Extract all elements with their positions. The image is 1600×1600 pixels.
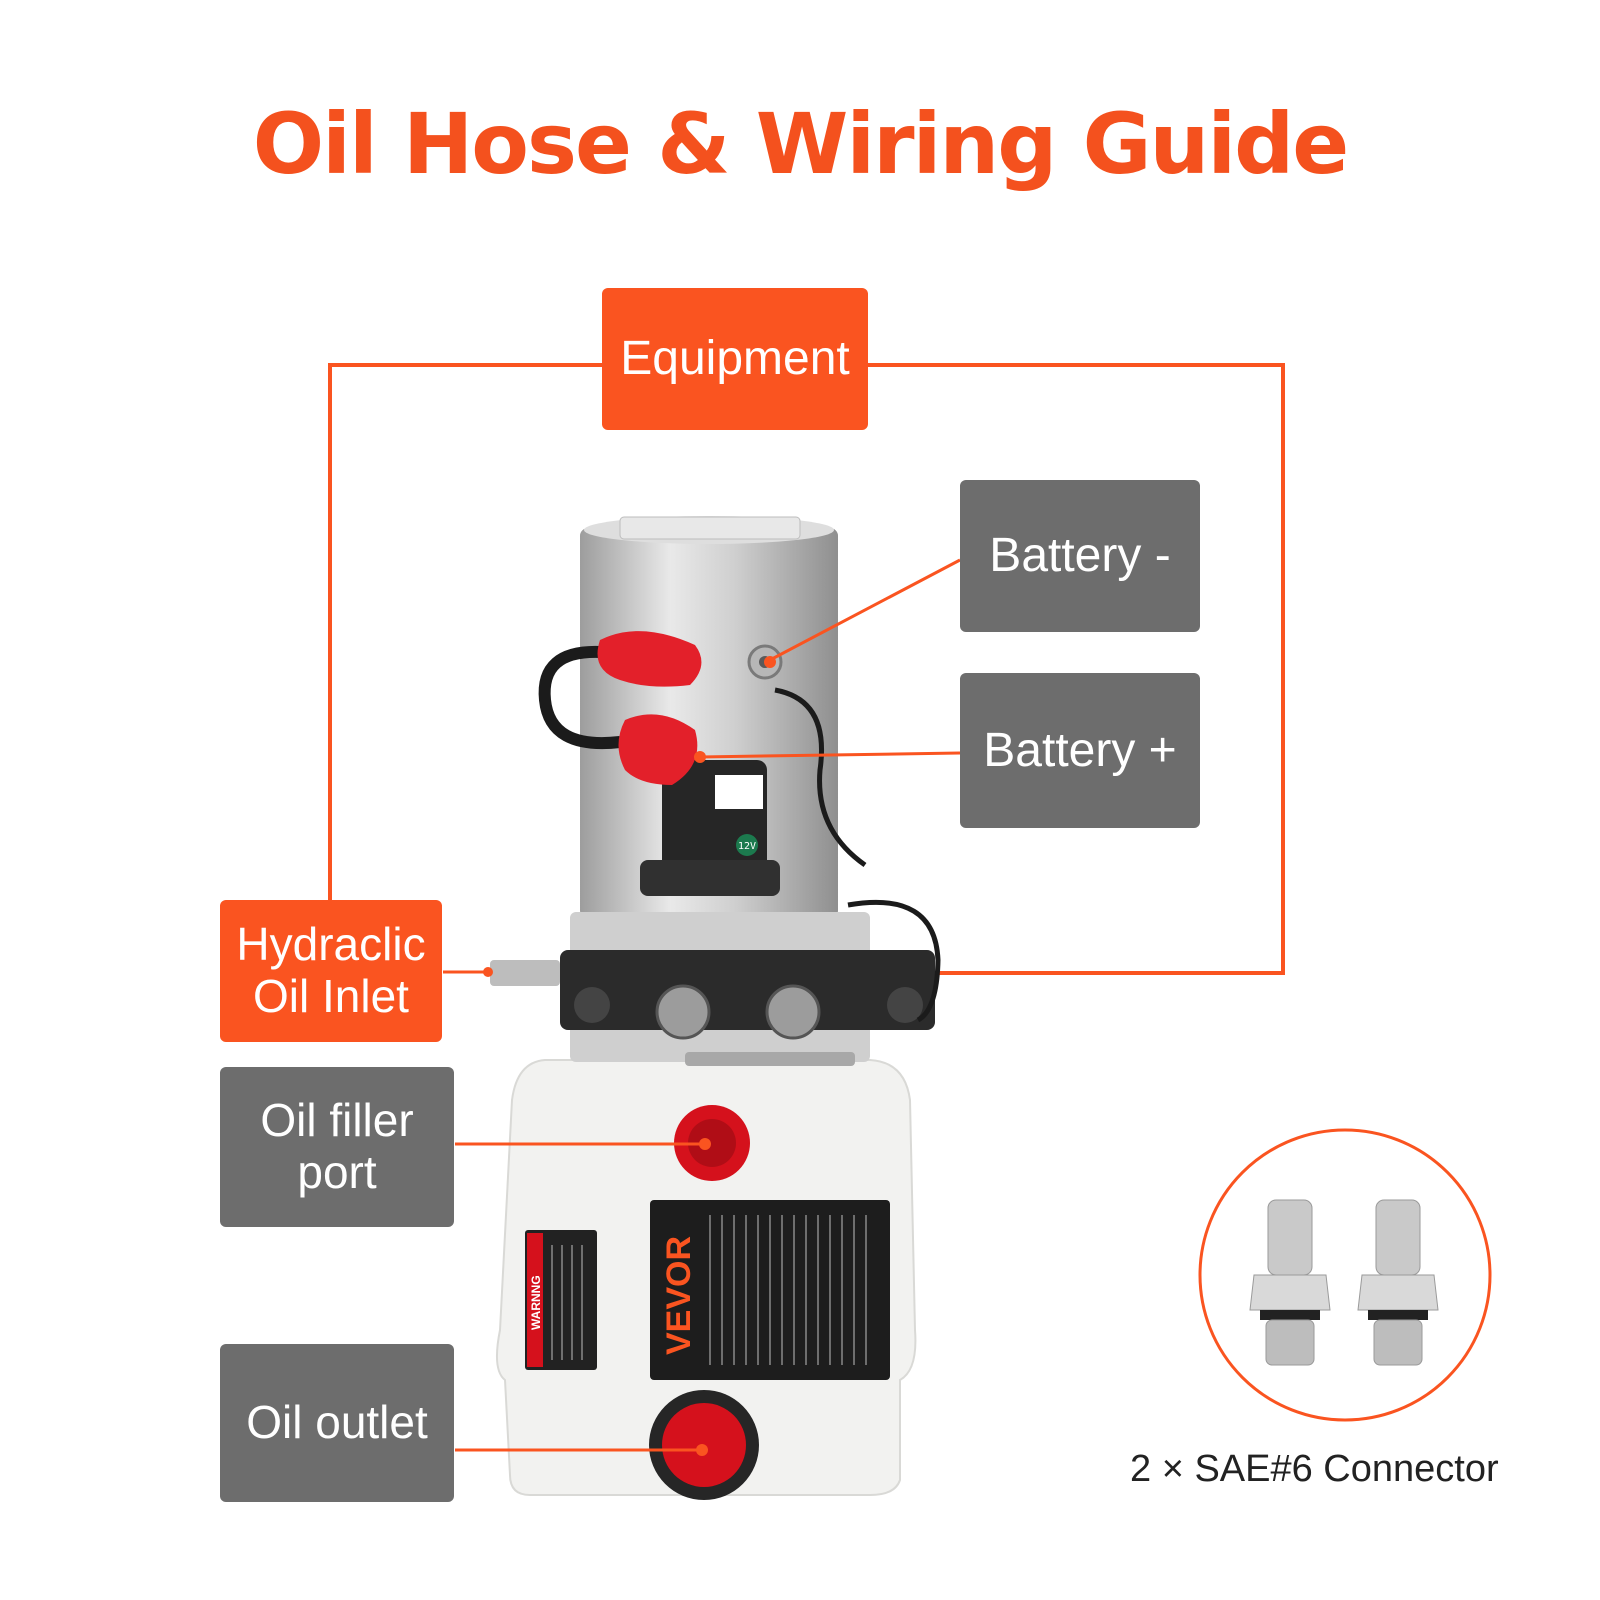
hydraulic-pump-unit-image: 12V VEVOR WARNNG (490, 516, 941, 1500)
connector-caption: 2 × SAE#6 Connector (1130, 1448, 1499, 1490)
battery-plus-label: Battery + (960, 673, 1200, 828)
battery-plus-leader (699, 751, 961, 759)
equipment-label: Equipment (602, 288, 868, 430)
battery-minus-label: Battery - (960, 480, 1200, 632)
oil-filler-port-label: Oil filler port (220, 1067, 454, 1227)
brand-logo: VEVOR (660, 1236, 698, 1355)
callout-lines (443, 558, 961, 1452)
voltage-badge: 12V (738, 841, 756, 852)
equipment-loop-lines (328, 363, 1285, 975)
callout-dots (483, 656, 776, 1456)
warning-label-title: WARNNG (529, 1275, 543, 1330)
oil-outlet-label: Oil outlet (220, 1344, 454, 1502)
battery-minus-leader (769, 558, 961, 662)
hydraulic-oil-inlet-label: Hydraclic Oil Inlet (220, 900, 442, 1042)
page-title: Oil Hose & Wiring Guide (252, 95, 1349, 193)
sae6-connector-image (1198, 1128, 1492, 1422)
